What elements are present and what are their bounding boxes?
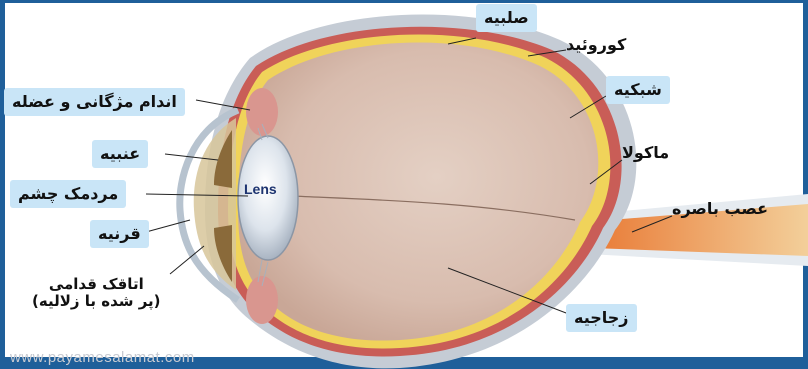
ciliary-lower [246, 276, 278, 324]
ciliary-upper [246, 88, 278, 136]
label-vitreous: زجاجیه [566, 304, 637, 332]
label-sclera: صلبیه [476, 4, 537, 32]
label-ciliary-body: اندام مژگانی و عضله [4, 88, 185, 116]
label-choroid: کوروئید [566, 36, 626, 54]
label-retina: شبکیه [606, 76, 670, 104]
label-iris: عنبیه [92, 140, 148, 168]
label-macula: ماکولا [622, 144, 669, 162]
label-pupil: مردمک چشم [10, 180, 126, 208]
label-cornea: قرنیه [90, 220, 149, 248]
label-anterior-chamber-line1: اتاقک قدامی [32, 276, 161, 293]
watermark: www.payamesalamat.com [10, 349, 195, 366]
label-optic-nerve: عصب باصره [672, 200, 768, 218]
lens-shape [238, 136, 298, 260]
label-lens: Lens [244, 181, 277, 197]
label-anterior-chamber: اتاقک قدامی (پر شده با زلالیه) [32, 276, 161, 311]
label-anterior-chamber-line2: (پر شده با زلالیه) [32, 293, 161, 310]
